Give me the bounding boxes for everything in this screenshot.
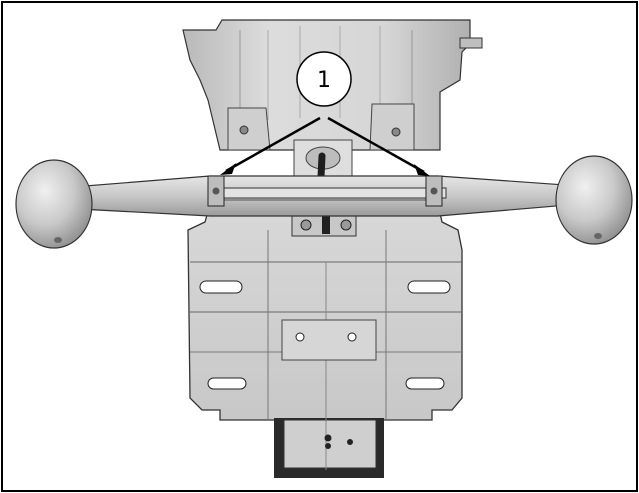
arrowheads: [220, 163, 430, 176]
right-pivot: [425, 175, 443, 207]
callout-number: 1: [317, 68, 331, 93]
right-knob: [555, 155, 633, 245]
left-knob: [15, 159, 93, 249]
left-pivot: [207, 175, 225, 207]
callout-arrows: [225, 116, 425, 174]
callout-1: 1: [296, 51, 352, 107]
crossbar: [59, 175, 581, 217]
mounting-plate: [187, 203, 463, 478]
